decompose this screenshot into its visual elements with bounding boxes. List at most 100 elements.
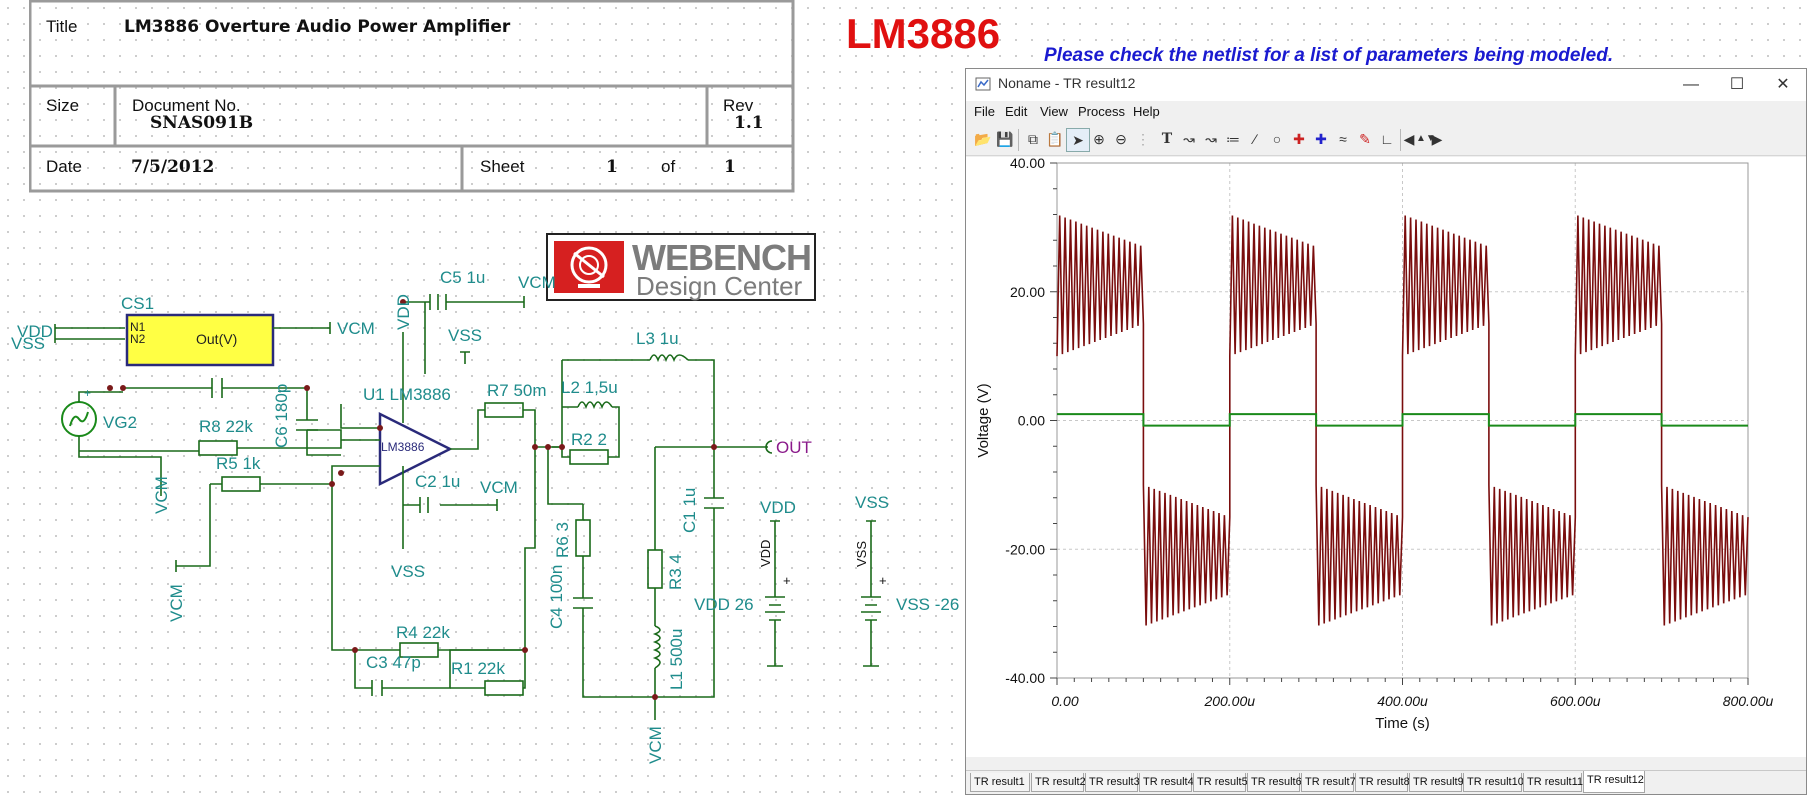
label-vdd-in: VDD: [17, 322, 53, 341]
webench-subtitle: Design Center: [636, 271, 803, 301]
label-c6: C6 180p: [272, 384, 291, 448]
scroll-updown-icon[interactable]: ▲▼: [1416, 133, 1436, 144]
tab-tr-result-10[interactable]: TR result10: [1463, 773, 1524, 792]
menu-help[interactable]: Help: [1133, 104, 1160, 119]
cursor-b-icon[interactable]: ↝: [1205, 131, 1217, 147]
x-tick-label: 200.00u: [1203, 693, 1255, 709]
tab-tr-result-3[interactable]: TR result3: [1085, 773, 1140, 792]
window-titlebar[interactable]: Noname - TR result12 — ☐ ✕: [966, 69, 1806, 101]
zoom-out-icon[interactable]: ⊖: [1115, 131, 1127, 147]
line-icon[interactable]: ∕: [1253, 131, 1257, 147]
label-vdd-src-node: VDD: [758, 540, 773, 567]
maximize-button[interactable]: ☐: [1729, 76, 1745, 93]
menu-file[interactable]: File: [974, 104, 995, 119]
date-value: 7/5/2012: [131, 157, 215, 177]
tab-tr-result-9[interactable]: TR result9: [1409, 773, 1464, 792]
label-r3: R3 4: [666, 554, 685, 590]
slope-icon[interactable]: ∟: [1380, 131, 1394, 147]
tab-tr-result-7[interactable]: TR result7: [1301, 773, 1356, 792]
window-title: Noname - TR result12: [998, 75, 1136, 91]
x-tick-label: 600.00u: [1550, 693, 1601, 709]
label-u1-body: LM3886: [381, 440, 425, 454]
label-vcm-r5: VCM: [152, 476, 171, 514]
copy-icon[interactable]: ⧉: [1028, 131, 1038, 147]
paste-icon[interactable]: 📋: [1046, 131, 1064, 147]
label-l1: L1 500u: [667, 629, 686, 690]
plus-sign: +: [879, 573, 887, 588]
probe-icon[interactable]: ✎: [1359, 131, 1371, 147]
tab-tr-result-4[interactable]: TR result4: [1139, 773, 1194, 792]
tab-tr-result-1[interactable]: TR result1: [970, 773, 1030, 792]
toolbar-separator: [1018, 129, 1019, 151]
save-icon[interactable]: 💾: [996, 131, 1014, 147]
plus-sign: +: [783, 573, 791, 588]
output-terminal: [759, 440, 773, 454]
label-vcm-left: VCM: [167, 584, 186, 622]
docno-value: SNAS091B: [150, 113, 254, 133]
label-vcm-cs: VCM: [337, 319, 375, 338]
webench-emblem-icon: [554, 241, 624, 293]
pointer-icon[interactable]: ➤: [1066, 128, 1090, 152]
webench-wordmark: WEBENCH: [632, 237, 812, 278]
tab-tr-result-12[interactable]: TR result12: [1583, 771, 1645, 793]
y-tick-label: -20.00: [1005, 541, 1045, 557]
junction-dots: [107, 299, 717, 700]
date-label: Date: [46, 157, 82, 176]
part-title: LM3886: [846, 10, 1001, 57]
label-vss-u1: VSS: [391, 562, 425, 581]
minimize-button[interactable]: —: [1683, 76, 1699, 93]
marker-b-icon[interactable]: ✚: [1315, 131, 1327, 147]
label-vdd-top: VDD: [394, 294, 413, 330]
circle-icon[interactable]: ○: [1272, 131, 1282, 147]
label-vdd-src: VDD 26: [694, 595, 754, 614]
zoom-in-icon[interactable]: ⊕: [1093, 131, 1105, 147]
menu-process[interactable]: Process: [1078, 104, 1125, 119]
docno-label: Document No.: [132, 96, 241, 115]
sheet-label: Sheet: [480, 157, 525, 176]
size-label: Size: [46, 96, 80, 115]
sine-source-icon: [69, 411, 89, 427]
label-c3: C3 47p: [366, 653, 421, 672]
label-vcm-c5: VCM: [518, 273, 556, 292]
scroll-right-icon[interactable]: ▶: [1431, 131, 1443, 147]
marker-a-icon[interactable]: ✚: [1293, 131, 1305, 147]
label-out-v: Out(V): [196, 331, 237, 347]
label-c5: C5 1u: [440, 268, 485, 287]
tab-tr-result-2[interactable]: TR result2: [1031, 773, 1086, 792]
label-u1: U1 LM3886: [363, 385, 451, 404]
menu-bar: File Edit View Process Help: [966, 101, 1806, 123]
inductors: [577, 354, 689, 669]
tab-tr-result-6[interactable]: TR result6: [1247, 773, 1302, 792]
tab-tr-result-5[interactable]: TR result5: [1193, 773, 1248, 792]
cursor-a-icon[interactable]: ↝: [1183, 131, 1195, 147]
title-value: LM3886 Overture Audio Power Amplifier: [124, 17, 511, 37]
title-label: Title: [46, 17, 78, 36]
scroll-left-icon[interactable]: ◀: [1403, 131, 1415, 147]
label-r1: R1 22k: [451, 659, 505, 678]
x-tick-label: 800.00u: [1723, 693, 1774, 709]
x-tick-label: 400.00u: [1377, 693, 1428, 709]
label-l3: L3 1u: [636, 329, 679, 348]
measure-icon[interactable]: ≔: [1226, 131, 1240, 147]
label-out: OUT: [776, 438, 812, 457]
menu-edit[interactable]: Edit: [1005, 104, 1028, 119]
curve-icon[interactable]: ≈: [1339, 131, 1347, 147]
tab-tr-result-11[interactable]: TR result11: [1523, 773, 1583, 792]
rev-value: 1.1: [734, 113, 764, 133]
label-vcm-c2: VCM: [480, 478, 518, 497]
label-r5: R5 1k: [216, 454, 261, 473]
output-voltage-series: [1056, 215, 1749, 626]
open-icon[interactable]: 📂: [974, 131, 992, 147]
results-window[interactable]: Noname - TR result12 — ☐ ✕ File Edit Vie…: [965, 68, 1807, 795]
grid-icon[interactable]: ⋮: [1136, 131, 1150, 147]
tab-tr-result-8[interactable]: TR result8: [1355, 773, 1410, 792]
close-button[interactable]: ✕: [1776, 76, 1790, 93]
text-icon[interactable]: T: [1161, 131, 1173, 147]
menu-view[interactable]: View: [1040, 104, 1068, 119]
label-vss-c5: VSS: [448, 326, 482, 345]
title-block: Title LM3886 Overture Audio Power Amplif…: [29, 0, 795, 196]
label-vg2: VG2: [103, 413, 137, 432]
